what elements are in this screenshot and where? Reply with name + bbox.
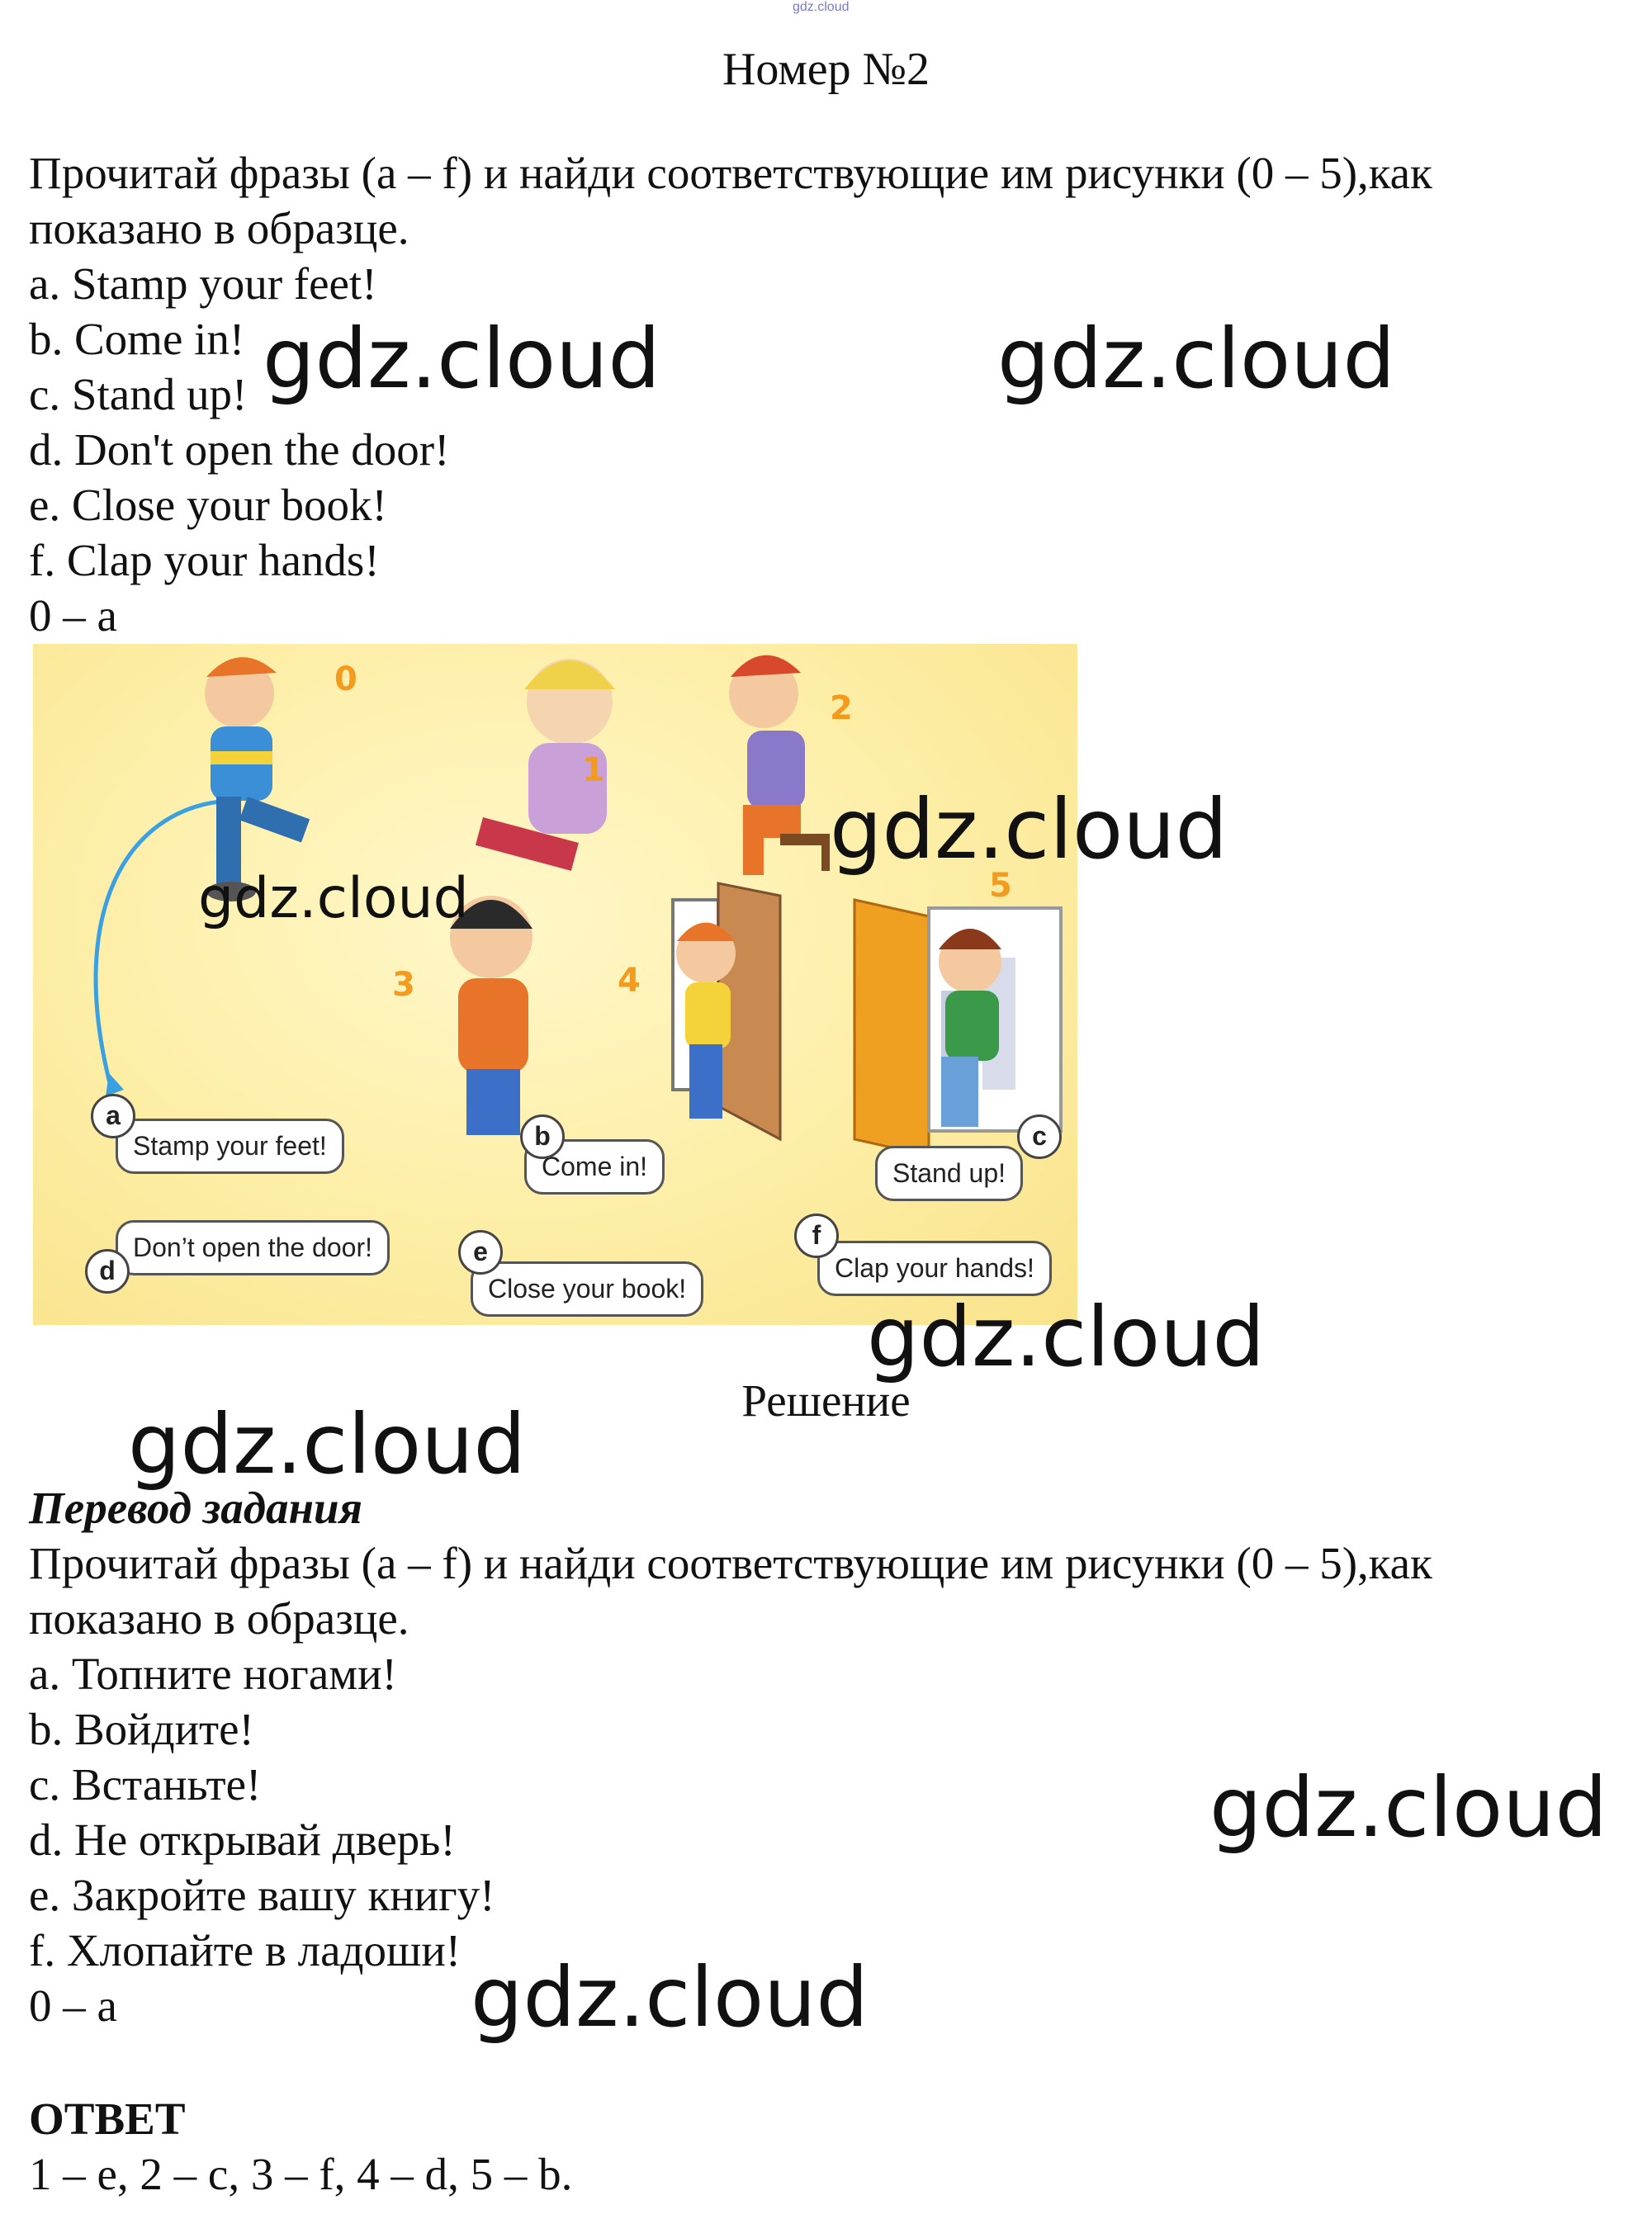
watermark: gdz.cloud xyxy=(471,1949,869,2046)
translation-item-a: a. Топните ногами! xyxy=(29,1649,397,1699)
picture-number-3: 3 xyxy=(392,966,415,1004)
translation-heading: Перевод задания xyxy=(29,1483,362,1533)
picture-number-5: 5 xyxy=(989,867,1012,905)
answer-heading: ОТВЕТ xyxy=(29,2094,186,2144)
translation-line-2: показано в образце. xyxy=(29,1593,409,1644)
translation-item-e: e. Закройте вашу книгу! xyxy=(29,1870,495,1920)
watermark: gdz.cloud xyxy=(867,1289,1266,1385)
textbook-illustration: 0 1 2 3 4 5 Stamp your feet! a Come in! … xyxy=(33,644,1077,1325)
translation-line-1: Прочитай фразы (a – f) и найди соответст… xyxy=(29,1538,1432,1588)
watermark: gdz.cloud xyxy=(198,866,469,931)
picture-number-4: 4 xyxy=(618,962,641,1000)
boy-coming-in-figure xyxy=(853,898,1063,1157)
translation-item-d: d. Не открывай дверь! xyxy=(29,1815,456,1865)
task-item-b: b. Come in! xyxy=(29,314,245,364)
speech-bubble-come-in: Come in! xyxy=(524,1139,665,1195)
boy-opening-door-figure xyxy=(671,882,782,1142)
girl-closing-book-figure xyxy=(475,659,615,871)
task-item-e: e. Close your book! xyxy=(29,480,387,530)
bubble-letter-f: f xyxy=(794,1214,839,1258)
translation-item-c: c. Встаньте! xyxy=(29,1759,262,1810)
picture-number-0: 0 xyxy=(334,660,357,698)
translation-item-f: f. Хлопайте в ладоши! xyxy=(29,1925,462,1975)
watermark: gdz.cloud xyxy=(128,1396,527,1493)
bubble-letter-a: a xyxy=(91,1094,135,1138)
top-watermark-text: gdz.cloud xyxy=(793,0,850,14)
picture-number-1: 1 xyxy=(582,751,605,789)
picture-number-2: 2 xyxy=(830,689,853,727)
task-item-a: a. Stamp your feet! xyxy=(29,258,377,309)
solution-heading: Решение xyxy=(741,1375,911,1426)
watermark: gdz.cloud xyxy=(1209,1759,1608,1856)
translation-item-b: b. Войдите! xyxy=(29,1704,254,1754)
watermark: gdz.cloud xyxy=(830,781,1228,878)
task-item-c: c. Stand up! xyxy=(29,369,248,419)
answer-text: 1 – e, 2 – c, 3 – f, 4 – d, 5 – b. xyxy=(29,2149,573,2199)
task-instruction-line-2: показано в образце. xyxy=(29,203,409,253)
page-title: Номер №2 xyxy=(722,44,930,95)
bubble-letter-d: d xyxy=(85,1249,130,1294)
bubble-letter-e: e xyxy=(458,1230,503,1275)
task-instruction-line-1: Прочитай фразы (a – f) и найди соответст… xyxy=(29,148,1432,198)
bubble-letter-b: b xyxy=(520,1114,565,1159)
speech-bubble-stand-up: Stand up! xyxy=(875,1146,1023,1201)
task-example: 0 – a xyxy=(29,590,117,641)
translation-example: 0 – a xyxy=(29,1980,117,2031)
speech-bubble-dont-open-the-door: Don’t open the door! xyxy=(116,1220,390,1275)
task-item-f: f. Clap your hands! xyxy=(29,535,380,585)
boy-clapping-figure xyxy=(450,896,533,1135)
girl-standing-up-figure xyxy=(729,655,830,875)
speech-bubble-clap-your-hands: Clap your hands! xyxy=(817,1241,1052,1296)
children-figures xyxy=(93,655,1063,1157)
watermark: gdz.cloud xyxy=(997,310,1396,407)
watermark: gdz.cloud xyxy=(263,310,661,407)
bubble-letter-c: c xyxy=(1017,1114,1062,1159)
speech-bubble-close-your-book: Close your book! xyxy=(471,1261,704,1317)
boy-stamping-figure xyxy=(205,657,310,901)
task-item-d: d. Don't open the door! xyxy=(29,424,450,475)
speech-bubble-stamp-your-feet: Stamp your feet! xyxy=(116,1119,344,1174)
